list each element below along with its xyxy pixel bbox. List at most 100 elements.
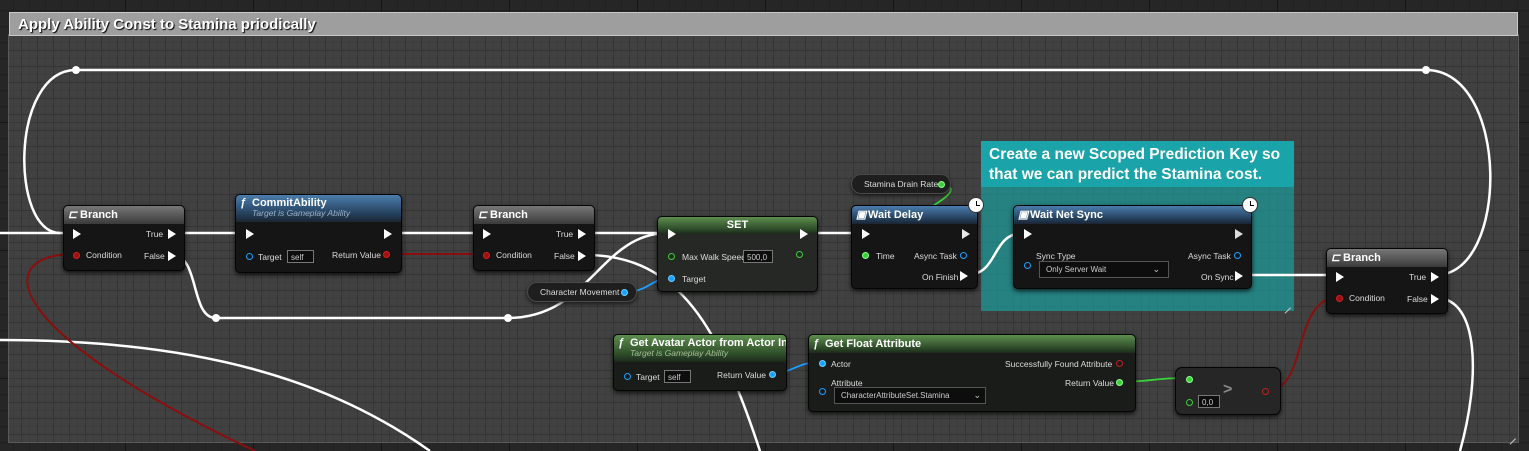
max-walk-speed-pin[interactable]	[668, 253, 675, 260]
attribute-value: CharacterAttributeSet.Stamina	[841, 391, 950, 400]
target-pin[interactable]	[668, 275, 675, 282]
exec-in-pin[interactable]	[483, 229, 491, 239]
exec-false-pin[interactable]	[578, 251, 586, 261]
commit-ability-node[interactable]: ƒ CommitAbility Target is Gameplay Abili…	[235, 194, 402, 273]
stamina-drain-rate-label: Stamina Drain Rate	[864, 179, 939, 189]
exec-in-pin[interactable]	[668, 229, 676, 239]
exec-wire-false-set	[171, 231, 669, 320]
wait-delay-title: Wait Delay	[868, 209, 924, 221]
branch-node-1[interactable]: ⊏ Branch True Condition False	[63, 205, 185, 271]
target-self-field[interactable]: self	[287, 250, 314, 263]
b-value-field[interactable]: 0,0	[1198, 395, 1220, 408]
branch-header[interactable]: ⊏ Branch	[64, 206, 184, 224]
target-self-field[interactable]: self	[664, 370, 691, 383]
condition-pin[interactable]	[1336, 295, 1343, 302]
exec-false-pin[interactable]	[1431, 294, 1439, 304]
async-task-pin[interactable]	[960, 252, 967, 259]
task-icon: ▣	[856, 209, 867, 221]
greater-than-operator: >	[1223, 381, 1233, 398]
get-float-attribute-node[interactable]: ƒ Get Float Attribute Actor Successfully…	[808, 334, 1136, 412]
stamina-drain-rate-getter[interactable]: Stamina Drain Rate	[851, 174, 951, 194]
exec-true-pin[interactable]	[168, 229, 176, 239]
sync-type-dropdown[interactable]: Only Server Wait ⌄	[1039, 261, 1169, 278]
result-pin[interactable]	[1262, 388, 1269, 395]
exec-false-pin[interactable]	[168, 251, 176, 261]
max-walk-speed-field[interactable]: 500,0	[743, 250, 773, 263]
branch-node-3[interactable]: ⊏ Branch True Condition False	[1326, 248, 1448, 314]
found-attribute-label: Successfully Found Attribute	[1005, 359, 1113, 369]
exec-true-pin[interactable]	[1431, 272, 1439, 282]
exec-out-pin[interactable]	[384, 229, 392, 239]
branch-header[interactable]: ⊏ Branch	[1327, 249, 1447, 267]
max-walk-speed-out-pin[interactable]	[796, 251, 803, 258]
return-value-pin[interactable]	[769, 371, 776, 378]
exec-out-pin[interactable]	[800, 229, 808, 239]
wait-delay-node[interactable]: ▣ Wait Delay Time Async Task On Finish	[851, 205, 978, 289]
a-pin[interactable]	[1186, 376, 1193, 383]
true-label: True	[556, 229, 574, 239]
get-avatar-header[interactable]: ƒ Get Avatar Actor from Actor Info Targe…	[614, 335, 786, 362]
b-pin[interactable]	[1186, 399, 1193, 406]
wait-net-sync-node[interactable]: ▣ Wait Net Sync Sync Type Only Server Wa…	[1013, 205, 1252, 289]
branch-header[interactable]: ⊏ Branch	[474, 206, 594, 224]
chevron-down-icon: ⌄	[1152, 264, 1160, 274]
actor-pin[interactable]	[819, 360, 826, 367]
exec-in-pin[interactable]	[1336, 272, 1344, 282]
set-node[interactable]: SET Max Walk Speed 500,0 Target	[657, 216, 818, 292]
commit-ability-header[interactable]: ƒ CommitAbility Target is Gameplay Abili…	[236, 195, 401, 222]
stamina-drain-rate-pin[interactable]	[938, 181, 945, 188]
condition-label: Condition	[496, 250, 532, 260]
time-pin[interactable]	[862, 252, 869, 259]
branch-icon: ⊏	[68, 209, 78, 221]
function-icon: ƒ	[240, 197, 247, 209]
wait-delay-header[interactable]: ▣ Wait Delay	[852, 206, 977, 224]
exec-out-pin[interactable]	[962, 229, 970, 239]
condition-pin[interactable]	[483, 252, 490, 259]
attribute-dropdown[interactable]: CharacterAttributeSet.Stamina ⌄	[834, 387, 986, 404]
condition-label: Condition	[1349, 293, 1385, 303]
exec-in-pin[interactable]	[73, 229, 81, 239]
reroute-node[interactable]	[72, 66, 80, 74]
reroute-node[interactable]	[504, 314, 512, 322]
on-finish-label: On Finish	[922, 272, 959, 282]
sync-type-value: Only Server Wait	[1046, 265, 1107, 274]
branch-icon: ⊏	[1331, 252, 1341, 264]
exec-in-pin[interactable]	[862, 229, 870, 239]
comment-header[interactable]: Apply Ability Const to Stamina priodical…	[9, 12, 1518, 36]
branch-node-2[interactable]: ⊏ Branch True Condition False	[473, 205, 595, 271]
bool-wire-left	[26, 253, 256, 451]
character-movement-getter[interactable]: Character Movement	[527, 282, 637, 302]
return-value-pin[interactable]	[1116, 379, 1123, 386]
attribute-pin[interactable]	[819, 388, 826, 395]
false-label: False	[554, 251, 575, 261]
found-attribute-pin[interactable]	[1116, 360, 1123, 367]
comment-title: Apply Ability Const to Stamina priodical…	[18, 16, 316, 33]
sub-comment-line-2: that we can predict the Stamina cost.	[989, 166, 1263, 183]
exec-true-pin[interactable]	[578, 229, 586, 239]
async-task-label: Async Task	[914, 251, 957, 261]
condition-pin[interactable]	[73, 252, 80, 259]
character-movement-pin[interactable]	[621, 289, 628, 296]
target-pin[interactable]	[624, 373, 631, 380]
reroute-node[interactable]	[1422, 66, 1430, 74]
reroute-node[interactable]	[212, 314, 220, 322]
exec-in-pin[interactable]	[246, 229, 254, 239]
on-finish-pin[interactable]	[960, 271, 968, 281]
sub-comment-header[interactable]: Create a new Scoped Prediction Key so th…	[981, 141, 1294, 187]
task-icon: ▣	[1018, 209, 1029, 221]
target-pin[interactable]	[246, 253, 253, 260]
exec-in-pin[interactable]	[1024, 229, 1032, 239]
async-task-pin[interactable]	[1234, 252, 1241, 259]
sync-type-pin[interactable]	[1024, 262, 1031, 269]
get-float-header[interactable]: ƒ Get Float Attribute	[809, 335, 1135, 353]
function-icon: ƒ	[813, 338, 820, 350]
on-sync-pin[interactable]	[1235, 271, 1243, 281]
exec-out-pin[interactable]	[1235, 229, 1243, 239]
return-value-pin[interactable]	[383, 251, 390, 258]
false-label: False	[1407, 294, 1428, 304]
set-header[interactable]: SET	[658, 217, 817, 234]
get-avatar-actor-node[interactable]: ƒ Get Avatar Actor from Actor Info Targe…	[613, 334, 787, 391]
greater-than-node[interactable]: 0,0 >	[1175, 367, 1281, 415]
wait-net-sync-header[interactable]: ▣ Wait Net Sync	[1014, 206, 1251, 224]
chevron-down-icon: ⌄	[973, 390, 981, 400]
